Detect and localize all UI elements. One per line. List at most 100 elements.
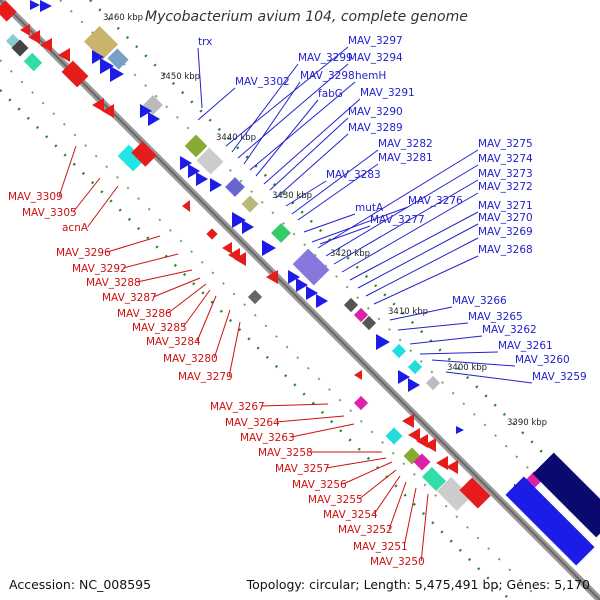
gene-label[interactable]: MAV_3286	[117, 308, 172, 320]
gene-block[interactable]	[425, 375, 441, 391]
gene-label[interactable]: mutA	[355, 202, 384, 214]
gene-label[interactable]: MAV_3262	[482, 324, 537, 336]
gene-arrow[interactable]	[354, 370, 362, 380]
gene-block[interactable]	[292, 248, 330, 286]
gene-label[interactable]: MAV_3276	[408, 195, 463, 207]
gene-arrow[interactable]	[92, 98, 104, 112]
gene-arrow[interactable]	[316, 294, 328, 308]
gene-label[interactable]: MAV_3297	[348, 35, 403, 47]
gene-block[interactable]	[0, 0, 17, 22]
gene-arrow[interactable]	[196, 172, 208, 186]
gene-arrow[interactable]	[30, 0, 40, 10]
gene-label[interactable]: MAV_3292	[72, 263, 127, 275]
gene-label[interactable]: MAV_3266	[452, 295, 507, 307]
gene-label[interactable]: MAV_3299	[298, 52, 353, 64]
gene-label[interactable]: trx	[198, 36, 212, 48]
gene-block[interactable]	[196, 147, 224, 175]
gene-label[interactable]: MAV_3263	[240, 432, 295, 444]
gene-arrow[interactable]	[110, 66, 124, 82]
gene-label[interactable]: MAV_3269	[478, 226, 533, 238]
gene-block[interactable]	[271, 223, 291, 243]
gene-label[interactable]: MAV_3302	[235, 76, 290, 88]
gene-arrow[interactable]	[180, 156, 192, 170]
gene-label[interactable]: MAV_3287	[102, 292, 157, 304]
gene-arrow[interactable]	[210, 178, 222, 192]
gene-block[interactable]	[131, 141, 157, 167]
gene-label[interactable]: MAV_3268	[478, 244, 533, 256]
gene-block[interactable]	[361, 315, 377, 331]
gene-label[interactable]: MAV_3267	[210, 401, 265, 413]
gene-block[interactable]	[225, 177, 245, 197]
reverse-strand-genes[interactable]	[0, 0, 491, 511]
gene-arrow[interactable]	[148, 112, 160, 126]
gene-arrow[interactable]	[20, 24, 30, 36]
gene-label[interactable]: MAV_3274	[478, 153, 533, 165]
gene-arrow[interactable]	[306, 286, 318, 300]
gene-arrow[interactable]	[446, 460, 458, 474]
gene-arrow[interactable]	[100, 58, 114, 74]
gene-arrow[interactable]	[182, 200, 190, 212]
gene-label[interactable]: MAV_3261	[498, 340, 553, 352]
gene-label[interactable]: MAV_3294	[348, 52, 403, 64]
gene-block[interactable]	[117, 144, 145, 172]
gene-arrow[interactable]	[266, 270, 278, 284]
gene-block-large[interactable]	[505, 476, 595, 566]
gene-block[interactable]	[353, 395, 369, 411]
gene-label[interactable]: MAV_3250	[370, 556, 425, 568]
gene-label[interactable]: MAV_3298	[300, 70, 355, 82]
gene-label[interactable]: MAV_3255	[308, 494, 363, 506]
gene-label[interactable]: MAV_3291	[360, 87, 415, 99]
gene-arrow[interactable]	[456, 426, 464, 434]
gene-arrow[interactable]	[234, 252, 246, 266]
gene-block-large[interactable]	[532, 452, 600, 538]
gene-label[interactable]: MAV_3279	[178, 371, 233, 383]
gene-label[interactable]: MAV_3280	[163, 353, 218, 365]
gene-arrow[interactable]	[28, 30, 40, 44]
gene-block[interactable]	[385, 427, 403, 445]
gene-label[interactable]: MAV_3305	[22, 207, 77, 219]
gene-label[interactable]: acnA	[62, 222, 89, 234]
gene-block[interactable]	[407, 359, 423, 375]
gene-arrow[interactable]	[398, 370, 410, 384]
gene-label[interactable]: MAV_3257	[275, 463, 330, 475]
gene-label[interactable]: fabG	[318, 88, 343, 100]
gene-label[interactable]: MAV_3277	[370, 214, 425, 226]
gene-arrow[interactable]	[140, 104, 152, 118]
gene-label[interactable]: MAV_3281	[378, 152, 433, 164]
gene-label[interactable]: hemH	[355, 70, 386, 82]
gene-arrow[interactable]	[262, 240, 276, 256]
gene-label[interactable]: MAV_3309	[8, 191, 63, 203]
gene-block[interactable]	[437, 477, 471, 511]
gene-label[interactable]: MAV_3270	[478, 212, 533, 224]
gene-label[interactable]: MAV_3258	[258, 447, 313, 459]
gene-block[interactable]	[413, 453, 431, 471]
gene-block[interactable]	[343, 297, 359, 313]
gene-arrow[interactable]	[296, 278, 308, 292]
gene-arrow[interactable]	[402, 414, 414, 428]
gene-label[interactable]: MAV_3272	[478, 181, 533, 193]
gene-label[interactable]: MAV_3289	[348, 122, 403, 134]
gene-label[interactable]: MAV_3284	[146, 336, 201, 348]
gene-arrow[interactable]	[288, 270, 300, 284]
gene-block[interactable]	[391, 343, 407, 359]
gene-label[interactable]: MAV_3259	[532, 371, 587, 383]
gene-block[interactable]	[241, 195, 259, 213]
gene-block[interactable]	[353, 307, 369, 323]
gene-arrow[interactable]	[40, 0, 52, 12]
gene-arrow[interactable]	[436, 456, 448, 470]
gene-block[interactable]	[459, 477, 491, 509]
gene-label[interactable]: MAV_3285	[132, 322, 187, 334]
gene-arrow[interactable]	[58, 48, 70, 62]
gene-label[interactable]: MAV_3251	[353, 541, 408, 553]
gene-label[interactable]: MAV_3282	[378, 138, 433, 150]
gene-label[interactable]: MAV_3252	[338, 524, 393, 536]
reverse-gene-labels[interactable]: MAV_3309MAV_3305acnAMAV_3296MAV_3292MAV_…	[8, 145, 429, 568]
gene-arrow[interactable]	[232, 212, 246, 228]
gene-arrow[interactable]	[40, 38, 52, 52]
gene-block[interactable]	[206, 228, 218, 240]
gene-block[interactable]	[84, 26, 118, 60]
gene-label[interactable]: MAV_3264	[225, 417, 280, 429]
gene-label[interactable]: MAV_3260	[515, 354, 570, 366]
